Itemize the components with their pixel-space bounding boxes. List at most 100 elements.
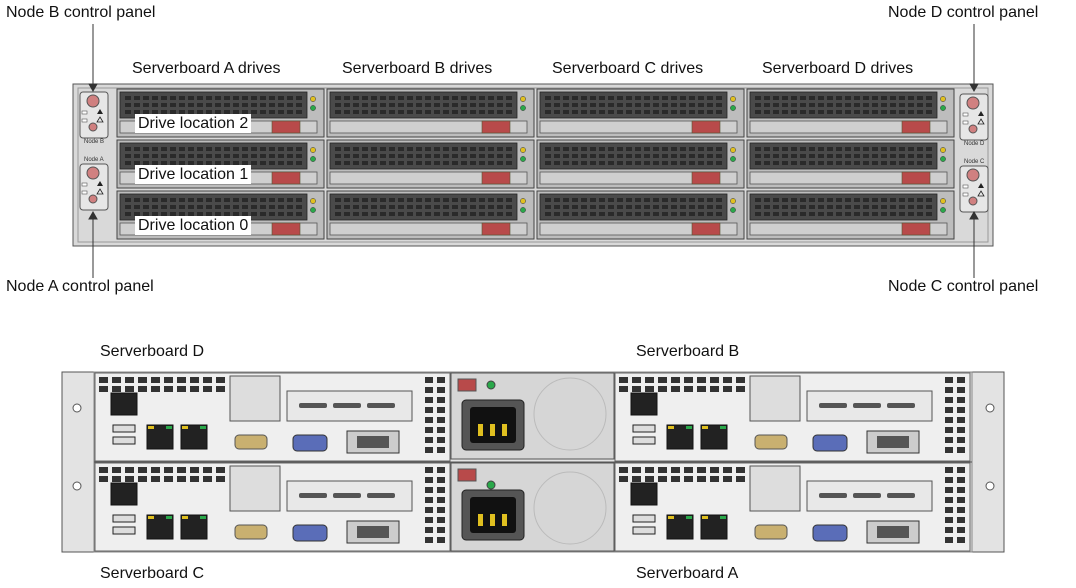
- serial-port-icon[interactable]: [234, 434, 268, 450]
- serverboard-a-label: Serverboard A: [636, 565, 739, 582]
- status-led-icon: [310, 156, 316, 162]
- activity-led-icon: [940, 147, 946, 153]
- drive-tray[interactable]: [116, 139, 325, 189]
- node-a-control-panel: [79, 163, 109, 211]
- status-led-icon: [310, 105, 316, 111]
- status-led-icon: [940, 156, 946, 162]
- usb-port-icon[interactable]: [632, 514, 656, 523]
- drive-latch-icon[interactable]: [691, 222, 721, 236]
- serverboard-d-label: Serverboard D: [100, 343, 205, 360]
- drive-tray[interactable]: [536, 190, 745, 240]
- serial-port-icon[interactable]: [234, 524, 268, 540]
- management-port-icon[interactable]: [630, 392, 658, 416]
- callout-node-b-control-panel: Node B control panel: [6, 4, 156, 21]
- usb-port-icon[interactable]: [632, 436, 656, 445]
- status-led-icon: [520, 105, 526, 111]
- vga-port-icon[interactable]: [812, 524, 848, 542]
- drive-location-0-label: Drive location 0: [135, 216, 252, 235]
- vent-grill: [533, 377, 607, 451]
- status-led-icon: [940, 105, 946, 111]
- drive-tray[interactable]: [536, 139, 745, 189]
- serverboard-b-label: Serverboard B: [636, 343, 740, 360]
- drive-tray[interactable]: [746, 190, 955, 240]
- drive-bay-grid: [116, 88, 955, 240]
- usb-port-icon[interactable]: [112, 526, 136, 535]
- reset-button-icon: [88, 194, 98, 204]
- rear-node-module: [94, 462, 451, 552]
- reset-button-icon: [968, 124, 978, 134]
- activity-led-icon: [730, 147, 736, 153]
- drive-tray[interactable]: [746, 88, 955, 138]
- drive-tray[interactable]: [326, 139, 535, 189]
- drive-latch-icon[interactable]: [901, 222, 931, 236]
- drive-tray[interactable]: [746, 139, 955, 189]
- serverboard-c-label: Serverboard C: [100, 565, 205, 582]
- drive-latch-icon[interactable]: [481, 120, 511, 134]
- power-supply-bottom: [450, 462, 615, 552]
- drive-latch-icon[interactable]: [271, 222, 301, 236]
- callout-node-c-control-panel: Node C control panel: [888, 278, 1039, 295]
- activity-led-icon: [310, 198, 316, 204]
- node-b-control-panel: [79, 91, 109, 139]
- panel-label-node-b: Node B: [84, 139, 105, 145]
- activity-led-icon: [520, 198, 526, 204]
- drive-tray[interactable]: [326, 190, 535, 240]
- drive-location-1-label: Drive location 1: [135, 165, 252, 184]
- activity-led-icon: [310, 147, 316, 153]
- node-d-control-panel: [959, 93, 989, 141]
- power-button-icon: [966, 96, 980, 110]
- drive-latch-icon[interactable]: [271, 171, 301, 185]
- drive-latch-icon[interactable]: [271, 120, 301, 134]
- serial-port-icon[interactable]: [754, 524, 788, 540]
- usb-port-icon[interactable]: [112, 514, 136, 523]
- drive-tray[interactable]: [536, 88, 745, 138]
- activity-led-icon: [520, 147, 526, 153]
- panel-label-node-d: Node D: [964, 141, 985, 147]
- vga-port-icon[interactable]: [292, 434, 328, 452]
- status-led-icon: [730, 156, 736, 162]
- rear-node-module: [614, 462, 971, 552]
- activity-led-icon: [520, 96, 526, 102]
- drive-latch-icon[interactable]: [691, 171, 721, 185]
- drive-group-label-d: Serverboard D drives: [762, 60, 914, 77]
- status-led-icon: [730, 105, 736, 111]
- usb-port-icon[interactable]: [632, 424, 656, 433]
- callout-lines: [88, 24, 979, 278]
- node-c-control-panel: [959, 165, 989, 213]
- drive-latch-icon[interactable]: [691, 120, 721, 134]
- callout-node-a-control-panel: Node A control panel: [6, 278, 154, 295]
- panel-label-node-a: Node A: [84, 157, 104, 163]
- usb-port-icon[interactable]: [112, 424, 136, 433]
- power-supply-top: [450, 372, 615, 460]
- usb-port-icon[interactable]: [632, 526, 656, 535]
- drive-latch-icon[interactable]: [901, 171, 931, 185]
- drive-group-label-b: Serverboard B drives: [342, 60, 493, 77]
- activity-led-icon: [730, 198, 736, 204]
- management-port-icon[interactable]: [110, 482, 138, 506]
- drive-latch-icon[interactable]: [901, 120, 931, 134]
- callout-node-d-control-panel: Node D control panel: [888, 4, 1039, 21]
- usb-port-icon[interactable]: [112, 436, 136, 445]
- status-led-icon: [940, 207, 946, 213]
- vga-port-icon[interactable]: [292, 524, 328, 542]
- status-led-icon: [730, 207, 736, 213]
- management-port-icon[interactable]: [630, 482, 658, 506]
- drive-tray[interactable]: [326, 88, 535, 138]
- power-button-icon: [966, 168, 980, 182]
- serial-port-icon[interactable]: [754, 434, 788, 450]
- vga-port-icon[interactable]: [812, 434, 848, 452]
- status-led-icon: [520, 207, 526, 213]
- management-port-icon[interactable]: [110, 392, 138, 416]
- rear-node-module: [94, 372, 451, 462]
- activity-led-icon: [310, 96, 316, 102]
- status-led-icon: [310, 207, 316, 213]
- rear-node-module: [614, 372, 971, 462]
- drive-latch-icon[interactable]: [481, 222, 511, 236]
- rear-node-modules: [94, 372, 971, 552]
- drive-group-label-c: Serverboard C drives: [552, 60, 704, 77]
- drive-latch-icon[interactable]: [481, 171, 511, 185]
- drive-group-label-a: Serverboard A drives: [132, 60, 281, 77]
- activity-led-icon: [940, 96, 946, 102]
- reset-button-icon: [968, 196, 978, 206]
